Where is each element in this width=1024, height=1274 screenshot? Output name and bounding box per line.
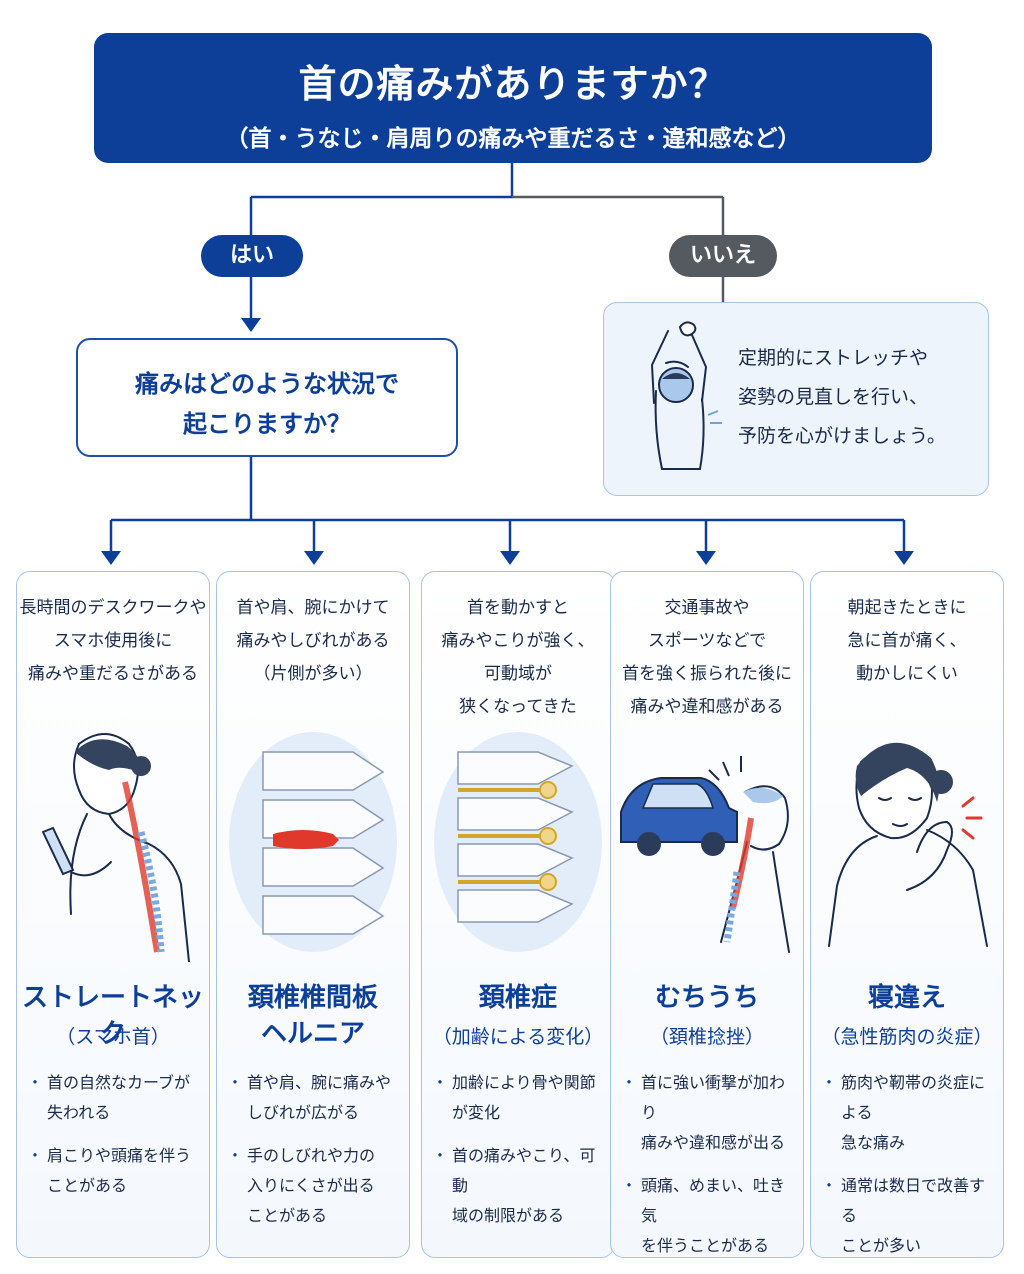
condition-name-line: 頚椎症 (478, 983, 557, 1013)
situation-line: 首を強く振られた後に (622, 664, 792, 684)
condition-name-line: ヘルニア (260, 1019, 365, 1049)
condition-card-spondylosis: 首を動かすと 痛みやこりが強く、 可動域が 狭くなってきた 頚椎症 （加齢による… (421, 571, 615, 1258)
question-line-1: 痛みはどのような状況で (135, 370, 399, 398)
question-box: 痛みはどのような状況で 起こりますか？ (76, 338, 458, 457)
condition-name: ストレートネック (17, 980, 209, 1052)
situation-line: スポーツなどで (647, 631, 767, 651)
condition-name: 頚椎症 (422, 980, 614, 1016)
smartphone-user-icon (41, 733, 190, 962)
condition-name-line: 頚椎椎間板 (247, 983, 378, 1013)
no-advice-box: 定期的にストレッチや 姿勢の見直しを行い、 予防を心がけましょう。 (603, 302, 989, 496)
condition-subname: （スマホ首） (56, 1026, 170, 1048)
condition-name: 頚椎椎間板 ヘルニア (217, 980, 409, 1052)
spine-spondylosis-icon (434, 732, 602, 952)
page-title: 首の痛みがありますか？ (298, 62, 728, 106)
situation-line: 首を動かすと (467, 598, 569, 618)
condition-subname: （頚椎捻挫） (649, 1026, 764, 1048)
page-subtitle: （首・うなじ・肩周りの痛みや重だるさ・違和感など） (225, 126, 801, 152)
condition-name: 寝違え (811, 980, 1003, 1016)
situation-line: 狭くなってきた (459, 697, 577, 717)
card-situation: 首や肩、腕にかけて 痛みやしびれがある （片側が多い） (217, 592, 409, 691)
question-line-2: 起こりますか？ (183, 410, 351, 438)
card-situation: 交通事故や スポーツなどで 首を強く振られた後に 痛みや違和感がある (611, 592, 803, 724)
yes-pill: はい (201, 235, 303, 277)
situation-line: 急に首が痛く、 (847, 631, 967, 651)
situation-line: 動かしにくい (856, 664, 958, 684)
condition-name-line: ストレートネック (21, 983, 204, 1049)
stretching-person-icon (651, 321, 722, 470)
no-advice-line: 予防を心がけましょう。 (738, 425, 946, 447)
condition-name-line: 寝違え (867, 983, 946, 1013)
situation-line: 痛みやしびれがある (236, 631, 390, 651)
header-box: 首の痛みがありますか？ （首・うなじ・肩周りの痛みや重だるさ・違和感など） (94, 33, 932, 163)
car-whiplash-icon (620, 756, 790, 953)
no-advice-line: 定期的にストレッチや (738, 347, 929, 369)
situation-line: 痛みやこりが強く、 (441, 631, 595, 651)
condition-name: むちうち (611, 980, 803, 1016)
situation-line: 首や肩、腕にかけて (236, 598, 390, 618)
no-advice-line: 姿勢の見直しを行い、 (738, 386, 929, 408)
spine-herniation-icon (229, 732, 397, 952)
no-pill: いいえ (669, 235, 777, 277)
situation-line: 長時間のデスクワークや (19, 598, 207, 618)
condition-name-line: むちうち (654, 983, 759, 1013)
card-situation: 首を動かすと 痛みやこりが強く、 可動域が 狭くなってきた (422, 592, 614, 724)
condition-subname: （急性筋肉の炎症） (821, 1026, 993, 1048)
arrow-head-down (241, 318, 261, 332)
condition-card-whiplash: 交通事故や スポーツなどで 首を強く振られた後に 痛みや違和感がある むちうち … (610, 571, 804, 1258)
card-situation: 朝起きたときに 急に首が痛く、 動かしにくい (811, 592, 1003, 691)
situation-line: スマホ使用後に (53, 631, 173, 651)
card-situation: 長時間のデスクワークや スマホ使用後に 痛みや重だるさがある (17, 592, 209, 691)
condition-card-stiff-neck: 朝起きたときに 急に首が痛く、 動かしにくい 寝違え （急性筋肉の炎症） 筋肉や… (810, 571, 1004, 1258)
situation-line: 痛みや重だるさがある (28, 664, 198, 684)
situation-line: 朝起きたときに (847, 598, 967, 618)
condition-card-straight-neck: 長時間のデスクワークや スマホ使用後に 痛みや重だるさがある ストレートネック … (16, 571, 210, 1258)
condition-card-disc-herniation: 首や肩、腕にかけて 痛みやしびれがある （片側が多い） 頚椎椎間板 ヘルニア 首… (216, 571, 410, 1258)
condition-subname: （加齢による変化） (432, 1026, 604, 1048)
situation-line: 痛みや違和感がある (630, 697, 784, 717)
situation-line: 交通事故や (664, 598, 750, 618)
neck-pain-woman-icon (828, 742, 988, 947)
situation-line: （片側が多い） (253, 664, 373, 684)
no-advice-text: 定期的にストレッチや 姿勢の見直しを行い、 予防を心がけましょう。 (738, 339, 946, 456)
situation-line: 可動域が (484, 664, 552, 684)
